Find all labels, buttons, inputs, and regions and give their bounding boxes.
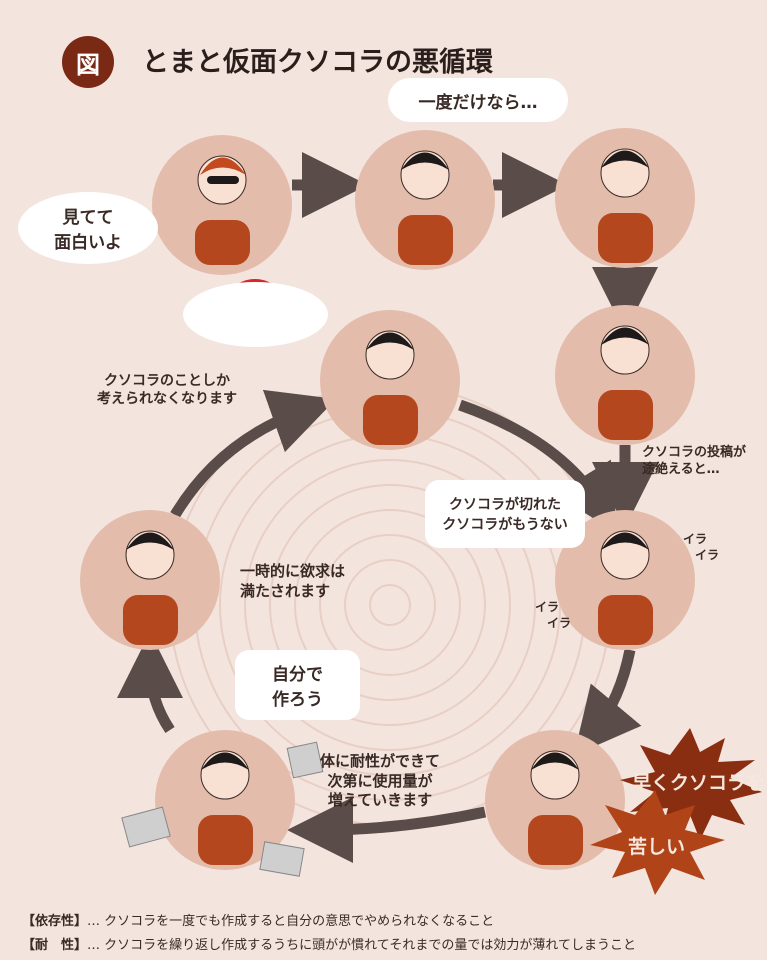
label-tolerance: 体に耐性ができて 次第に使用量が 増えていきます <box>320 752 441 809</box>
label-only-think: クソコラのことしか 考えられなくなります <box>97 373 237 408</box>
speech-bubble-make-own: 自分で 作ろう <box>235 650 360 720</box>
figure-badge: 図 <box>62 36 114 88</box>
label-ira-1: イラ イラ <box>683 532 720 562</box>
burst-painful: 苦しい <box>628 836 686 858</box>
label-ira-2: イラ イラ <box>535 600 572 630</box>
footnote-text: … クソコラを一度でも作成すると自分の意思でやめられなくなること <box>87 914 495 929</box>
person-circles <box>80 128 695 870</box>
speech-bubble-just-once: 一度だけなら… <box>388 78 568 122</box>
burst-hurry: 早くクソコラを <box>632 772 766 794</box>
speech-bubble-cut-off: クソコラが切れた クソコラがもうない <box>425 480 585 548</box>
papers <box>121 741 324 877</box>
label-temporary: 一時的に欲求は 満たされます <box>240 562 346 600</box>
footnote-tolerance: 【耐 性】… クソコラを繰り返し作成するうちに頭がが慣れてそれまでの量では効力が… <box>22 934 636 953</box>
footnote-term: 【依存性】 <box>22 914 88 929</box>
speech-bubble-invite: 見てて 面白いよ <box>18 192 158 264</box>
people <box>123 148 653 865</box>
thought-bubble-tomato <box>183 282 328 347</box>
label-posts-stop: クソコラの投稿が 途絶えると… <box>642 445 747 477</box>
bursts <box>590 728 762 895</box>
arrows <box>117 152 658 863</box>
footnote-text: … クソコラを繰り返し作成するうちに頭がが慣れてそれまでの量では効力が薄れてしま… <box>87 938 636 953</box>
footnote-dependence: 【依存性】… クソコラを一度でも作成すると自分の意思でやめられなくなること <box>22 910 494 929</box>
page-title: とまと仮面クソコラの悪循環 <box>142 47 493 78</box>
footnote-term: 【耐 性】 <box>22 938 88 953</box>
